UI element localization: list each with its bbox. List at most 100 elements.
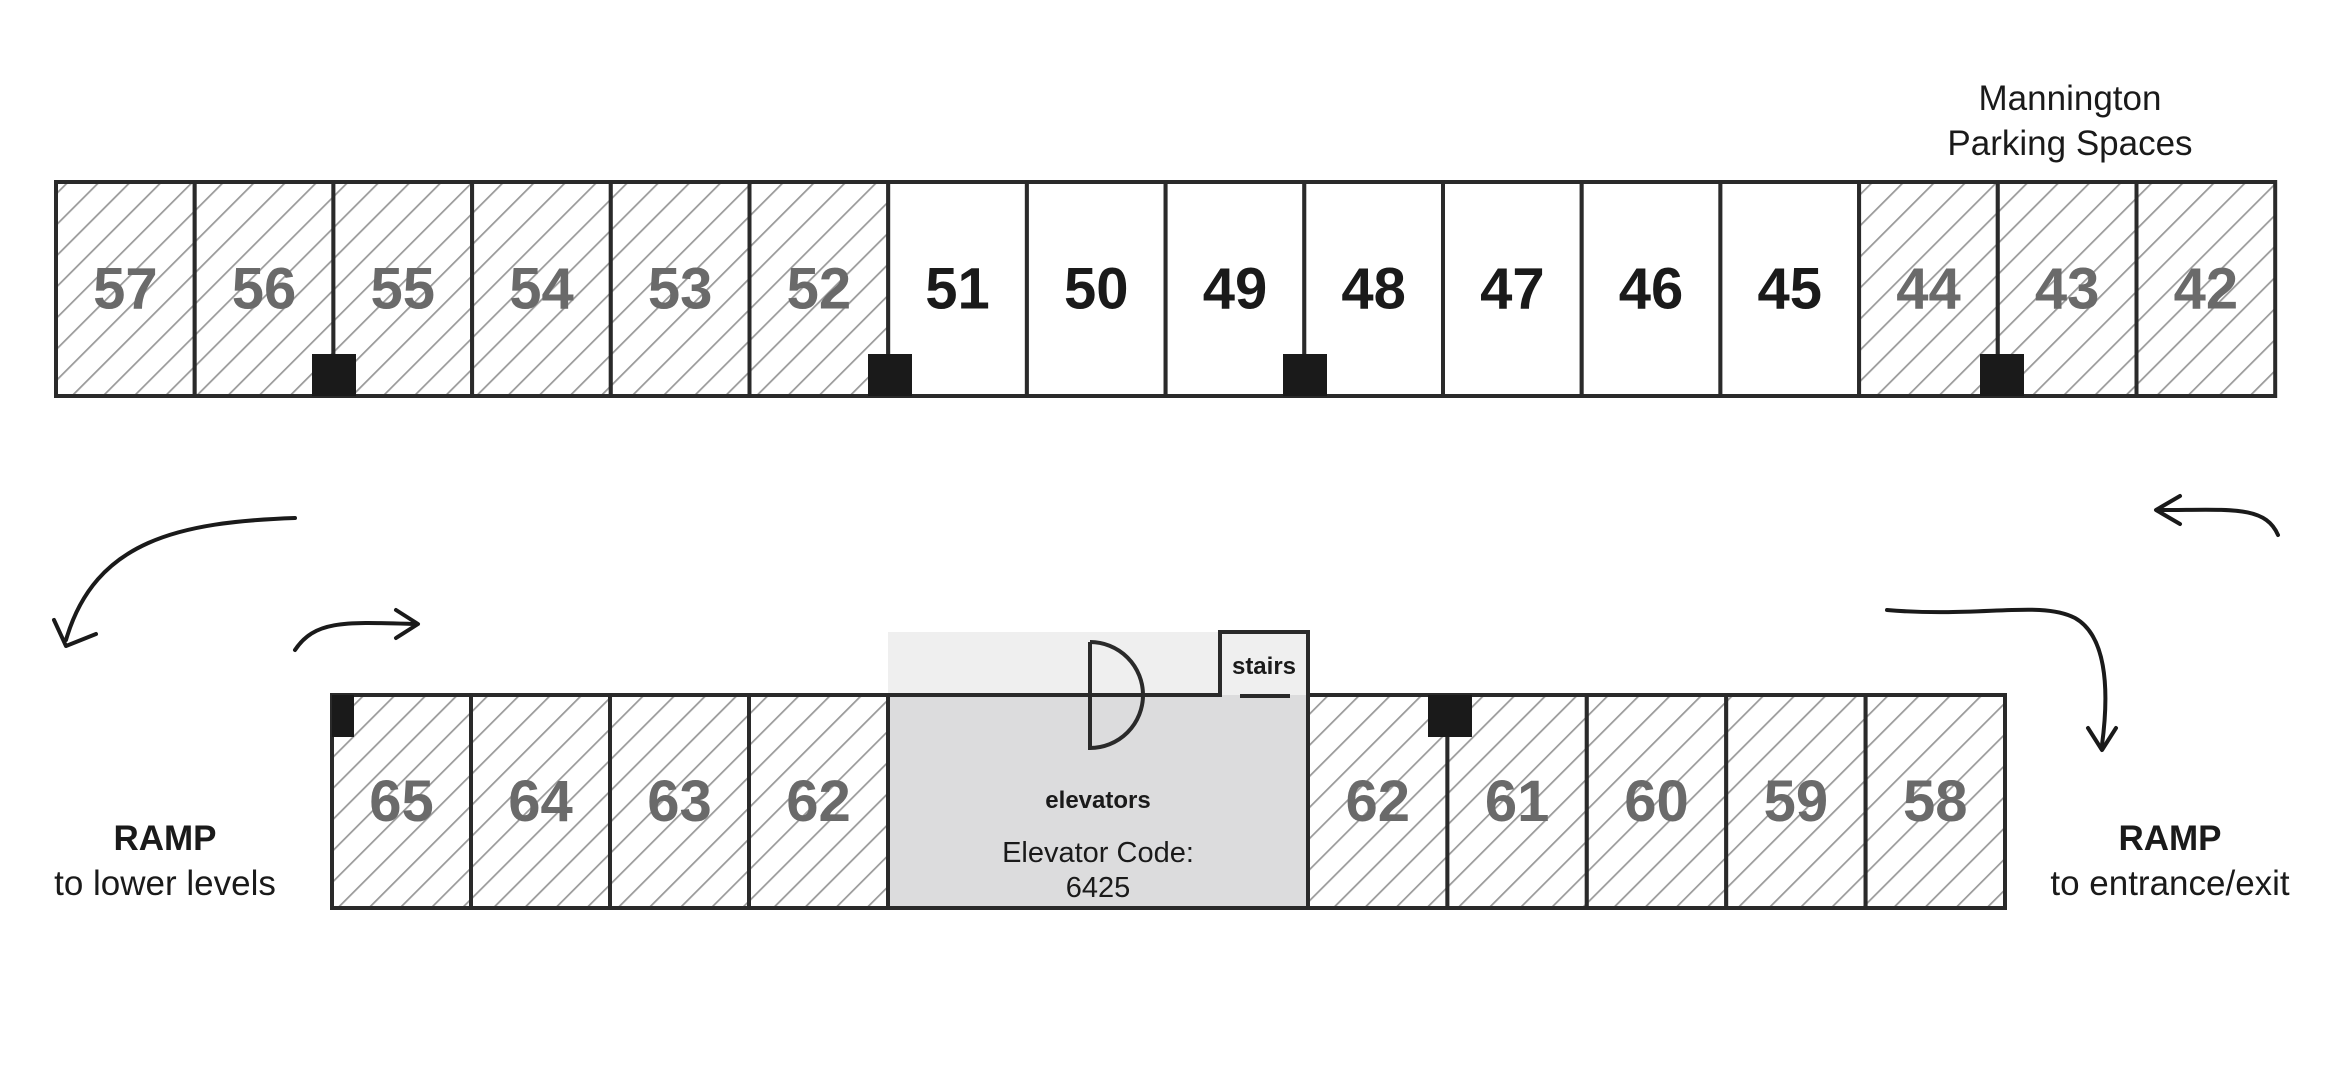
parking-stall: 59 xyxy=(1724,693,1868,910)
stall-reserved-area xyxy=(1306,693,1450,910)
elevator-code-label: Elevator Code: xyxy=(1002,837,1194,869)
parking-stall: 50 xyxy=(1024,180,1168,398)
pillar-marker xyxy=(1428,695,1472,737)
stall-open-area xyxy=(1024,180,1168,398)
stall-number: 62 xyxy=(786,769,851,834)
ramp-entrance-exit: RAMP to entrance/exit xyxy=(2050,819,2290,903)
stall-reserved-area xyxy=(1863,693,2007,910)
pillar-marker xyxy=(1980,354,2024,396)
parking-stall: 46 xyxy=(1579,180,1723,398)
parking-stall: 57 xyxy=(54,180,197,398)
stall-number: 46 xyxy=(1619,257,1684,322)
ramp-lower-levels: RAMP to lower levels xyxy=(54,819,276,903)
elevator-room xyxy=(888,695,1308,908)
legend-title: Mannington xyxy=(1979,79,2162,118)
stall-number: 60 xyxy=(1624,769,1689,834)
parking-stall: 56 xyxy=(192,180,336,398)
stall-reserved-area xyxy=(330,693,473,910)
elevator-core: stairs elevators Elevator Code: 6425 xyxy=(886,630,1310,910)
stall-reserved-area xyxy=(608,693,751,910)
arrow-left-icon xyxy=(2158,507,2280,537)
stall-reserved-area xyxy=(747,693,890,910)
stall-number: 64 xyxy=(508,769,573,834)
parking-stall: 55 xyxy=(331,180,475,398)
arrow-curve-down-left-icon xyxy=(64,516,297,642)
pillar-marker xyxy=(332,695,354,737)
stall-number: 56 xyxy=(232,257,297,322)
elevator-code-value: 6425 xyxy=(1066,872,1131,904)
pillar-marker xyxy=(868,354,912,396)
stall-number: 57 xyxy=(93,257,158,322)
stall-reserved-area xyxy=(470,180,613,398)
arrow-head-icon xyxy=(52,618,98,648)
stall-number: 43 xyxy=(2035,257,2100,322)
parking-stall: 45 xyxy=(1718,180,1862,398)
stall-open-area xyxy=(1718,180,1862,398)
stall-reserved-area xyxy=(2134,180,2278,398)
parking-stall: 53 xyxy=(608,180,752,398)
arrow-head-icon xyxy=(2154,494,2182,526)
parking-stall: 62 xyxy=(747,693,890,910)
core-outline xyxy=(886,630,1310,910)
parking-stall: 54 xyxy=(470,180,613,398)
parking-stall: 47 xyxy=(1441,180,1584,398)
stall-number: 63 xyxy=(647,769,712,834)
stall-reserved-area xyxy=(331,180,475,398)
elevator-door-icon xyxy=(1088,640,1145,751)
stall-number: 50 xyxy=(1064,257,1129,322)
ramp-left-subtitle: to lower levels xyxy=(54,864,276,903)
stall-number: 49 xyxy=(1203,257,1268,322)
stall-number: 62 xyxy=(1345,769,1410,834)
parking-stall: 48 xyxy=(1302,180,1446,398)
stall-number: 58 xyxy=(1903,769,1968,834)
stall-open-area xyxy=(1441,180,1584,398)
parking-stall: 58 xyxy=(1863,693,2007,910)
stall-number: 55 xyxy=(370,257,435,322)
stall-number: 48 xyxy=(1341,257,1406,322)
stall-number: 61 xyxy=(1485,769,1550,834)
elevators-label: elevators xyxy=(1045,787,1150,814)
parking-stall: 60 xyxy=(1584,693,1729,910)
stall-number: 65 xyxy=(369,769,434,834)
ramp-right-subtitle: to entrance/exit xyxy=(2050,864,2290,903)
stall-number: 45 xyxy=(1757,257,1822,322)
parking-stall: 63 xyxy=(608,693,751,910)
stall-reserved-area xyxy=(1857,180,2000,398)
arrow-curve-down-right-icon xyxy=(1885,607,2108,747)
parking-stall: 44 xyxy=(1857,180,2000,398)
stall-reserved-area xyxy=(608,180,752,398)
stall-number: 53 xyxy=(648,257,713,322)
legend: Mannington Parking Spaces xyxy=(1947,79,2192,163)
stall-number: 52 xyxy=(787,257,852,322)
traffic-arrows xyxy=(52,494,2280,752)
stall-number: 47 xyxy=(1480,257,1545,322)
stall-number: 54 xyxy=(509,257,574,322)
arrow-head-icon xyxy=(394,608,420,640)
ramp-left-title: RAMP xyxy=(113,819,216,858)
stairs-label: stairs xyxy=(1232,653,1296,680)
bottom-left-stall-row: 65 64 63 62 xyxy=(330,693,890,910)
pillar-marker xyxy=(1283,354,1327,396)
stall-number: 42 xyxy=(2174,257,2239,322)
stall-number: 59 xyxy=(1764,769,1829,834)
stall-reserved-area xyxy=(192,180,336,398)
legend-subtitle: Parking Spaces xyxy=(1947,124,2192,163)
arrow-right-icon xyxy=(293,621,417,652)
pillar-marker xyxy=(312,354,356,396)
stall-number: 51 xyxy=(925,257,990,322)
stall-open-area xyxy=(1302,180,1446,398)
stall-open-area xyxy=(1579,180,1723,398)
ramp-right-title: RAMP xyxy=(2118,819,2221,858)
top-stall-row: 57 56 55 54 53 52 51 50 49 48 47 46 45 44 43 42 xyxy=(54,180,2278,398)
bottom-right-stall-row: 62 61 60 59 58 xyxy=(1306,693,2007,910)
parking-stall: 42 xyxy=(2134,180,2278,398)
arrow-head-icon xyxy=(2086,726,2118,752)
stall-reserved-area xyxy=(1724,693,1868,910)
parking-stall: 62 xyxy=(1306,693,1450,910)
pillars xyxy=(312,354,2024,737)
stall-number: 44 xyxy=(1896,257,1961,322)
stall-reserved-area xyxy=(54,180,197,398)
stall-reserved-area xyxy=(1584,693,1729,910)
parking-stall: 64 xyxy=(469,693,612,910)
